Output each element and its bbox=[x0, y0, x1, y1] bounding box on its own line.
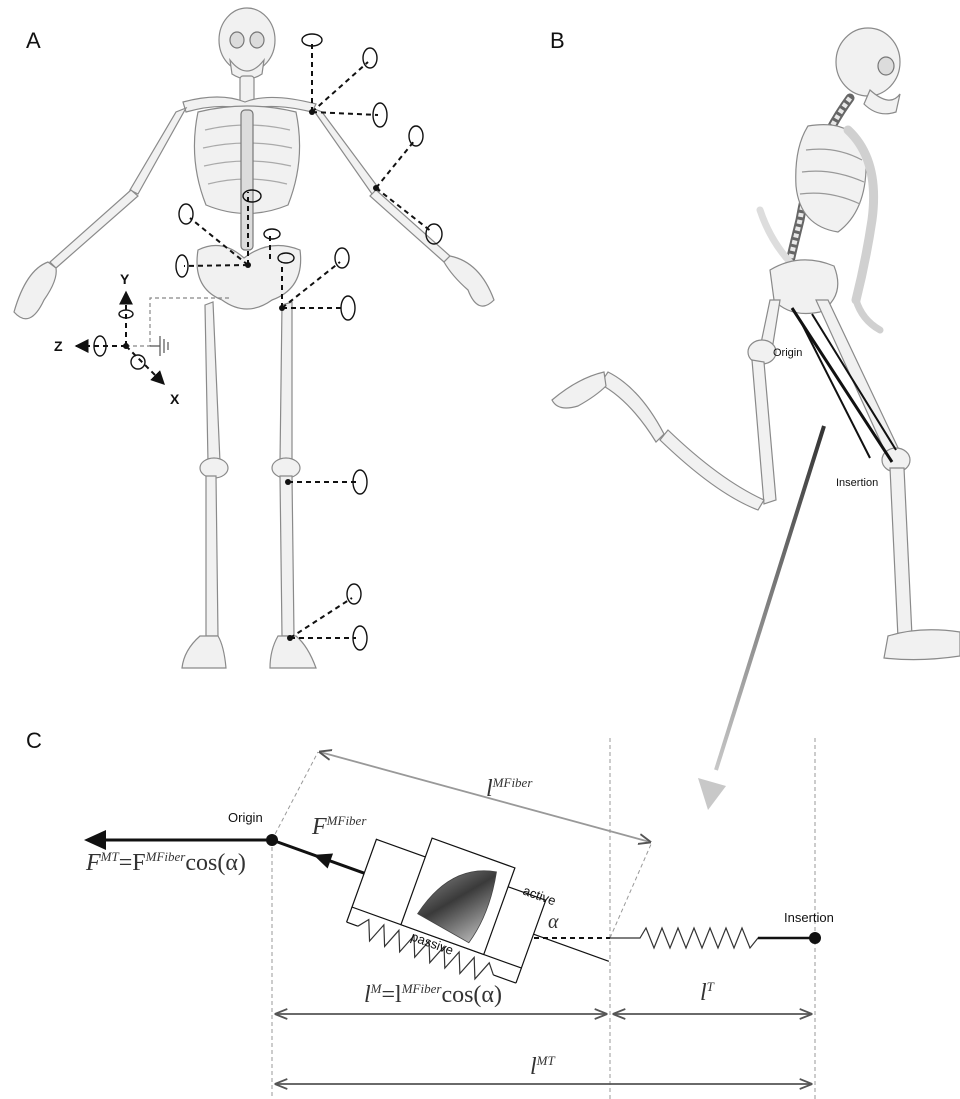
skeleton-front bbox=[14, 8, 494, 668]
alpha-label: α bbox=[548, 911, 559, 933]
y-axis-label: Y bbox=[120, 271, 130, 287]
l-m-equation: lM=lMFibercos(α) bbox=[364, 981, 502, 1008]
panel-a-letter: A bbox=[26, 28, 41, 53]
f-mt-equation: FMT=FMFibercos(α) bbox=[85, 849, 246, 876]
z-axis-label: Z bbox=[54, 338, 63, 354]
panel-c-letter: C bbox=[26, 728, 42, 753]
f-mfiber-label: FMFiber bbox=[311, 813, 367, 840]
l-t-label: lT bbox=[700, 979, 715, 1006]
panel-b-insertion-label: Insertion bbox=[836, 477, 878, 489]
x-axis-label: X bbox=[170, 391, 180, 407]
panel-b-origin-label: Origin bbox=[773, 347, 802, 359]
skeleton-running bbox=[552, 28, 960, 660]
panel-c-insertion-label: Insertion bbox=[784, 910, 834, 925]
panel-c-origin-label: Origin bbox=[228, 810, 263, 825]
l-mt-label: lMT bbox=[530, 1053, 556, 1080]
panel-b-letter: B bbox=[550, 28, 565, 53]
l-mfiber-label: lMFiber bbox=[486, 775, 533, 802]
ground-reference-frame: Y Z X bbox=[54, 271, 230, 407]
